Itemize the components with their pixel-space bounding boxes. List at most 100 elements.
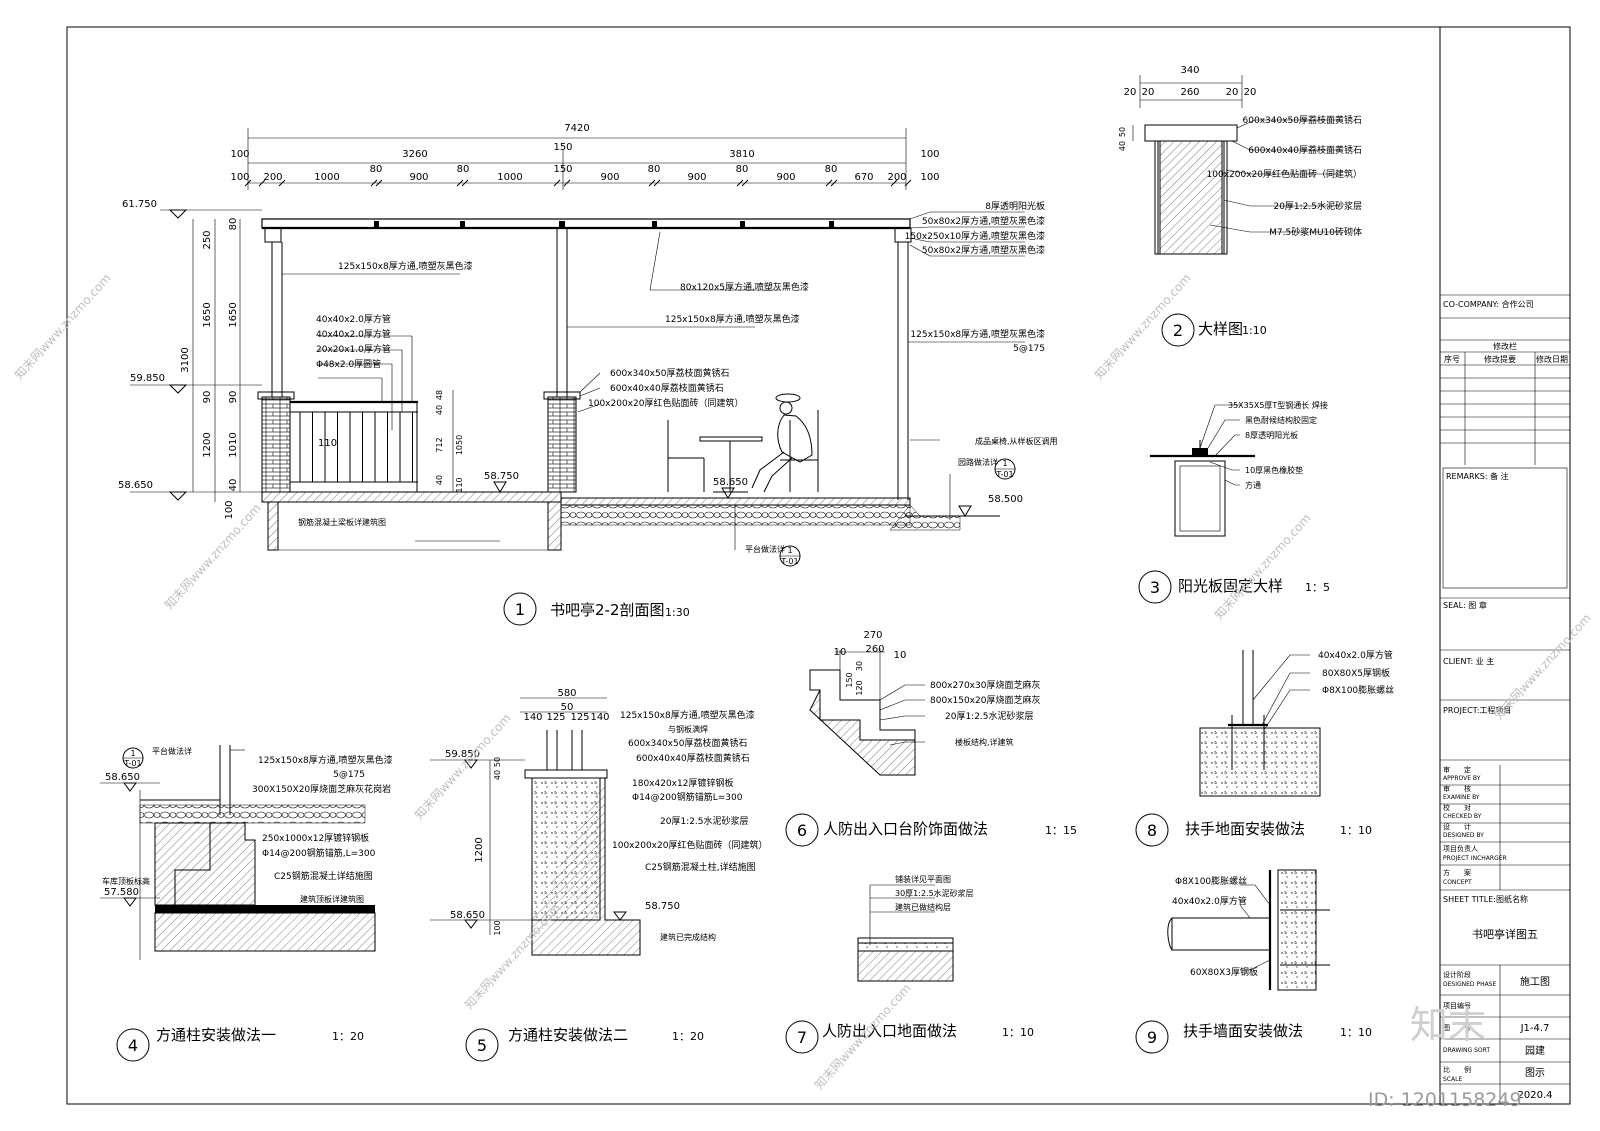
dim-text: 10 bbox=[834, 647, 847, 658]
dim-text: 40 bbox=[1118, 141, 1127, 151]
dim-text: 1000 bbox=[497, 172, 522, 183]
dim-text: 40 bbox=[228, 479, 239, 492]
dim-tick bbox=[825, 179, 833, 187]
note-text: 50x80x2厚方通,喷塑灰黑色漆 bbox=[922, 244, 1045, 256]
note-text: 园路做法详 bbox=[958, 457, 998, 467]
dim-text: 900 bbox=[687, 172, 706, 183]
detail-3 bbox=[1138, 404, 1255, 604]
role-label: 审 定 bbox=[1443, 765, 1471, 774]
note-text: 20厚1:2.5水泥砂浆层 bbox=[1273, 200, 1362, 212]
dim-text: 20 bbox=[1226, 87, 1239, 98]
dim-text: 80 bbox=[228, 218, 239, 231]
note-text: 800x150x20厚烧面芝麻灰 bbox=[930, 694, 1040, 706]
elevation-text: 61.750 bbox=[122, 199, 157, 210]
note-text: 80x120x5厚方通,喷塑灰黑色漆 bbox=[680, 281, 809, 293]
dim-tick bbox=[278, 179, 286, 187]
dim-text: 7420 bbox=[564, 123, 589, 134]
watermark-text: 知末网www.znzmo.com bbox=[12, 271, 114, 382]
detail-6 bbox=[785, 648, 925, 847]
note-text: 600x340x50厚荔枝面黄锈石 bbox=[610, 367, 729, 379]
detail-title: 扶手墙面安装做法 bbox=[1183, 1022, 1303, 1040]
note-text: 125x150x8厚方通,喷塑灰黑色漆 bbox=[620, 709, 755, 721]
dim-text: 90 bbox=[228, 391, 239, 404]
role-label: DESIGNED BY bbox=[1443, 832, 1484, 839]
project-no-label: 项目编号 bbox=[1443, 1001, 1471, 1010]
dim-text: 270 bbox=[863, 630, 882, 641]
dim-text: 80 bbox=[825, 164, 838, 175]
person-figure bbox=[751, 393, 813, 493]
note-text: 125x150x8厚方通,喷塑灰黑色漆 bbox=[665, 313, 800, 325]
dim-tick bbox=[890, 179, 898, 187]
note-text: 600x40x40厚荔枝面黄锈石 bbox=[1248, 144, 1362, 156]
dim-tick bbox=[904, 179, 912, 187]
dim-text: 40 bbox=[435, 405, 444, 415]
detail-8 bbox=[1135, 650, 1321, 847]
dim-text: 20 bbox=[1244, 87, 1257, 98]
dim-text: 200 bbox=[887, 172, 906, 183]
detail-title: 方通柱安装做法二 bbox=[508, 1026, 628, 1044]
note-text: 40x40x2.0厚方管 bbox=[316, 328, 391, 340]
phase-value: 施工图 bbox=[1520, 975, 1550, 988]
dim-text: 30 bbox=[855, 661, 864, 671]
elevation-text: 58.500 bbox=[988, 494, 1023, 505]
dim-tick bbox=[736, 179, 744, 187]
ref-text: T-01 bbox=[123, 759, 141, 768]
detail-4 bbox=[100, 745, 376, 1062]
note-text: 建筑顶板详建筑图 bbox=[300, 894, 364, 904]
dim-text: 20 bbox=[1124, 87, 1137, 98]
detail-number: 7 bbox=[797, 1028, 807, 1047]
dim-text: 90 bbox=[202, 391, 213, 404]
watermark-logo: 知末 bbox=[1410, 1003, 1486, 1047]
rev-col: 序号 bbox=[1444, 354, 1460, 364]
role-label: APPROVE BY bbox=[1443, 775, 1481, 782]
ref-text: 1 bbox=[130, 749, 135, 758]
rev-col: 修改提要 bbox=[1484, 354, 1516, 364]
note-text: 建筑已做结构层 bbox=[895, 902, 951, 912]
note-text: 80X80X5厚钢板 bbox=[1322, 667, 1390, 679]
detail-number: 8 bbox=[1147, 821, 1157, 840]
dim-text: 150 bbox=[845, 672, 854, 687]
detail-number: 6 bbox=[797, 821, 807, 840]
dim-tick bbox=[741, 179, 749, 187]
title-block bbox=[1440, 294, 1570, 1104]
section-detail-1 bbox=[130, 128, 1025, 626]
remarks-label: REMARKS: 备 注 bbox=[1446, 471, 1509, 481]
sheet-no-label: 图 号 bbox=[1443, 1024, 1471, 1032]
detail-title: 阳光板固定大样 bbox=[1178, 577, 1283, 595]
note-text: M7.5砂浆MU10砖砌体 bbox=[1269, 226, 1362, 238]
dim-text: 80 bbox=[736, 164, 749, 175]
role-label: 方 案 bbox=[1443, 868, 1471, 877]
ref-text: 1 bbox=[787, 546, 792, 555]
detail-title: 人防出入口地面做法 bbox=[822, 1022, 957, 1040]
role-label: 项目负责人 bbox=[1443, 844, 1478, 853]
dim-text: 670 bbox=[854, 172, 873, 183]
dim-text: 900 bbox=[776, 172, 795, 183]
watermark-text: 知末网www.znzmo.com bbox=[1492, 611, 1594, 722]
note-text: 300X150X20厚烧面芝麻灰花岗岩 bbox=[252, 783, 391, 795]
elevation-text: 58.750 bbox=[484, 471, 519, 482]
sheet-no: J1-4.7 bbox=[1520, 1023, 1550, 1034]
note-text: 楼板结构,详建筑 bbox=[955, 737, 1014, 747]
note-text: 125x150x8厚方通,喷塑灰黑色漆 bbox=[910, 328, 1045, 340]
dim-tick bbox=[563, 179, 571, 187]
role-label: 审 核 bbox=[1443, 784, 1471, 793]
detail-scale: 1：10 bbox=[1340, 824, 1372, 837]
note-text: Φ14@200钢筋锚筋L=300 bbox=[632, 791, 743, 803]
dim-text: 150 bbox=[553, 164, 572, 175]
dim-text: 3260 bbox=[402, 149, 427, 160]
note-text: 20x20x1.0厚方管 bbox=[316, 343, 391, 355]
dim-text: 3100 bbox=[180, 347, 191, 372]
detail-title: 人防出入口台阶饰面做法 bbox=[823, 820, 988, 838]
sort-label: DRAWING SORT bbox=[1443, 1047, 1490, 1054]
detail-7 bbox=[785, 884, 954, 1054]
sheet-title-label: SHEET TITLE:图纸名称 bbox=[1443, 894, 1528, 904]
elevation-text: 59.850 bbox=[445, 749, 480, 760]
detail-title: 方通柱安装做法一 bbox=[156, 1026, 276, 1044]
elevation-text: 57.580 bbox=[104, 887, 139, 898]
detail-number: 3 bbox=[1150, 578, 1160, 597]
dim-tick bbox=[258, 179, 266, 187]
note-text: 5@175 bbox=[333, 770, 365, 780]
note-text: 平台做法详 bbox=[745, 544, 785, 554]
note-text: 60X80X3厚钢板 bbox=[1190, 966, 1258, 978]
note-text: 钢筋混凝土梁板详建筑图 bbox=[298, 517, 386, 527]
